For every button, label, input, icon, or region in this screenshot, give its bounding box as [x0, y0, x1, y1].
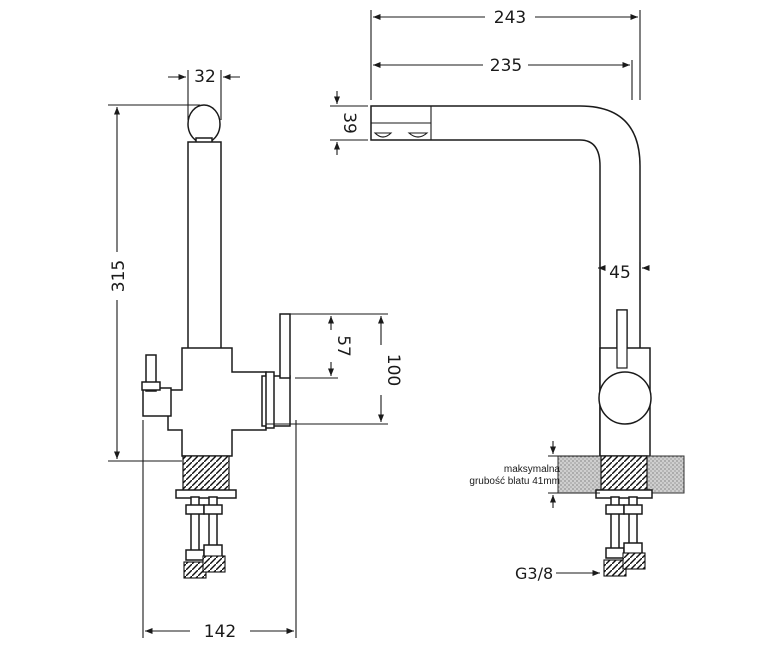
countertop-note-line1: maksymalna [504, 464, 561, 475]
spout-column [187, 141, 222, 351]
countertop-note-line2: grubość blatu 41mm [469, 476, 560, 487]
side-view: 243 235 39 45 maksymalna grubość blatu 4… [330, 8, 685, 583]
dim-handle-width: 32 [194, 67, 216, 87]
dim-total-height: 315 [109, 260, 129, 292]
mixer-body [167, 347, 267, 457]
dim-spout-width: 45 [609, 263, 631, 283]
dim-overall-length: 243 [494, 8, 526, 28]
dim-base-width: 142 [204, 622, 236, 642]
dim-lever-height: 100 [383, 354, 403, 386]
dim-spout-height: 39 [339, 112, 359, 134]
body-knob [598, 371, 652, 425]
dim-handle-height: 57 [333, 335, 353, 357]
front-view: 32 315 57 100 142 [108, 67, 403, 642]
connection-label: G3/8 [515, 564, 553, 583]
dim-spout-reach: 235 [490, 56, 522, 76]
